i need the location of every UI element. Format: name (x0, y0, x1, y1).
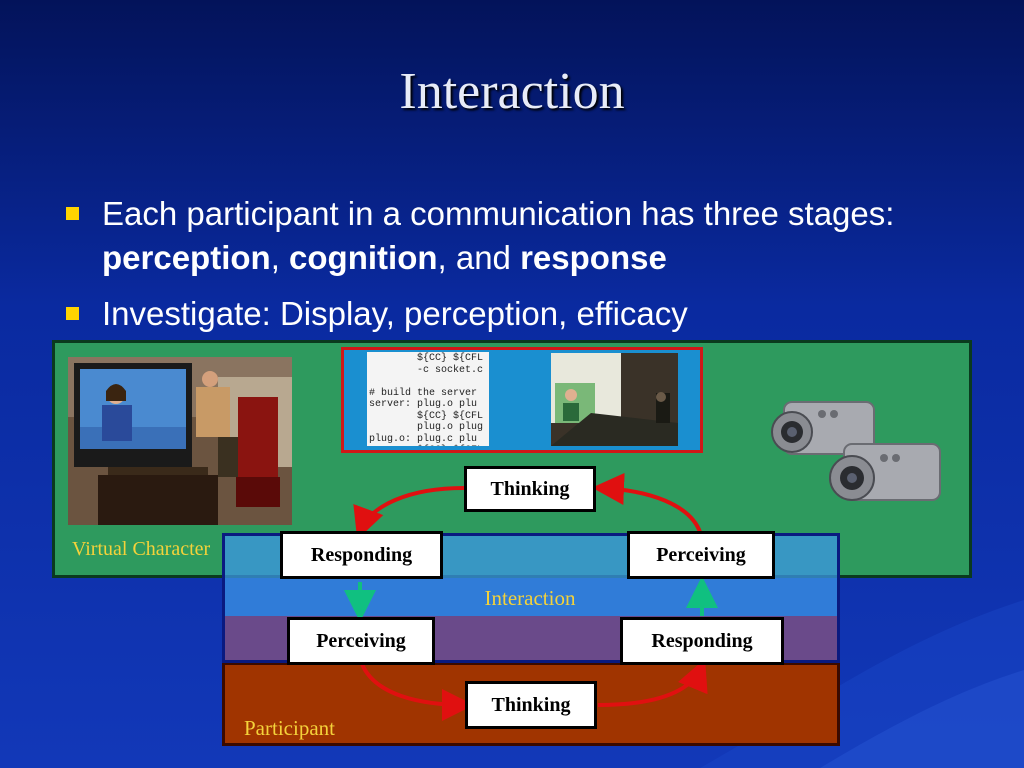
thinking-box-top: Thinking (464, 466, 596, 512)
interaction-band-outline (222, 533, 840, 663)
stereo-cameras-image (771, 401, 941, 501)
bullet-item: Investigate: Display, perception, effica… (62, 292, 962, 336)
bullet-square-icon (66, 307, 79, 320)
bullet-sep: , and (437, 239, 521, 276)
code-snippet: ${CC} ${CFL -c socket.c # build the serv… (367, 352, 489, 446)
bullet-bold-cognition: cognition (289, 239, 438, 276)
virtual-room-photo (551, 353, 678, 446)
bullet-square-icon (66, 207, 79, 220)
bullet-item: Each participant in a communication has … (62, 192, 962, 280)
bullet-sep: , (270, 239, 290, 276)
bullet-bold-perception: perception (102, 239, 271, 276)
bullet-text-pre: Each participant in a communication has … (102, 195, 895, 232)
participant-label: Participant (244, 716, 335, 740)
interaction-label: Interaction (484, 586, 576, 610)
bullet-list: Each participant in a communication has … (62, 192, 962, 348)
bullet-text: Investigate: Display, perception, effica… (102, 295, 688, 332)
responding-box-bottom: Responding (620, 617, 784, 665)
slide-title: Interaction (399, 63, 625, 120)
perceiving-box-bottom: Perceiving (287, 617, 435, 665)
virtual-character-photo (68, 357, 292, 525)
thinking-box-bottom: Thinking (465, 681, 597, 729)
virtual-character-label: Virtual Character (72, 538, 211, 560)
responding-box-top: Responding (280, 531, 443, 579)
perceiving-box-top: Perceiving (627, 531, 775, 579)
bullet-bold-response: response (520, 239, 667, 276)
